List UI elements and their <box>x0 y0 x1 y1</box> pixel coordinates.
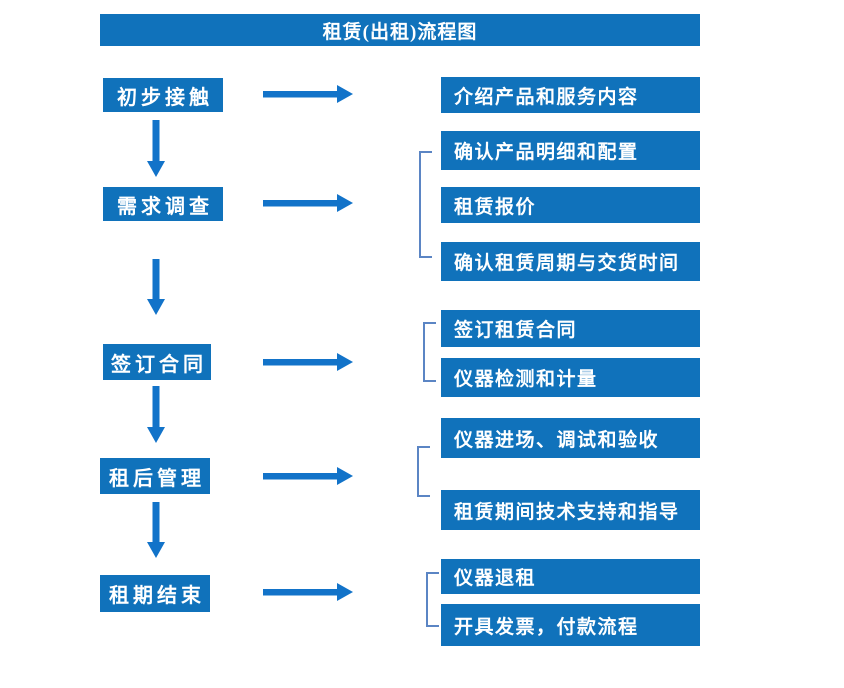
arrow-right-icon-3 <box>263 353 353 371</box>
arrow-down-icon-3 <box>147 386 165 443</box>
group-bracket-needs-survey <box>419 151 432 258</box>
arrow-right-icon-2 <box>263 194 353 212</box>
output-box-rental-quote: 租赁报价 <box>441 187 700 223</box>
arrow-right-icon-4 <box>263 467 353 485</box>
group-bracket-post-rental <box>417 446 430 497</box>
output-box-instrument-testing: 仪器检测和计量 <box>441 358 700 397</box>
stage-box-lease-end: 租期结束 <box>100 575 210 612</box>
arrow-right-icon-1 <box>263 85 353 103</box>
group-bracket-lease-end <box>426 572 439 627</box>
output-box-instrument-return: 仪器退租 <box>441 559 700 594</box>
arrow-down-icon-2 <box>147 259 165 315</box>
output-box-invoice-payment: 开具发票，付款流程 <box>441 604 700 646</box>
output-box-instrument-setup: 仪器进场、调试和验收 <box>441 418 700 458</box>
output-box-confirm-details: 确认产品明细和配置 <box>441 131 700 170</box>
output-box-confirm-period: 确认租赁周期与交货时间 <box>441 242 700 281</box>
stage-box-needs-survey: 需求调查 <box>103 187 223 221</box>
flowchart-title-bar: 租赁(出租)流程图 <box>100 14 700 46</box>
arrow-right-icon-5 <box>263 583 353 601</box>
output-box-intro-products: 介绍产品和服务内容 <box>441 77 700 113</box>
stage-box-post-rental-management: 租后管理 <box>100 458 210 494</box>
stage-box-initial-contact: 初步接触 <box>103 78 223 112</box>
output-box-sign-lease-contract: 签订租赁合同 <box>441 310 700 347</box>
arrow-down-icon-1 <box>147 120 165 177</box>
arrow-down-icon-4 <box>147 502 165 558</box>
stage-box-sign-contract: 签订合同 <box>103 344 211 380</box>
flowchart-title: 租赁(出租)流程图 <box>322 21 478 43</box>
output-box-tech-support: 租赁期间技术支持和指导 <box>441 490 700 530</box>
group-bracket-sign-contract <box>423 322 436 382</box>
